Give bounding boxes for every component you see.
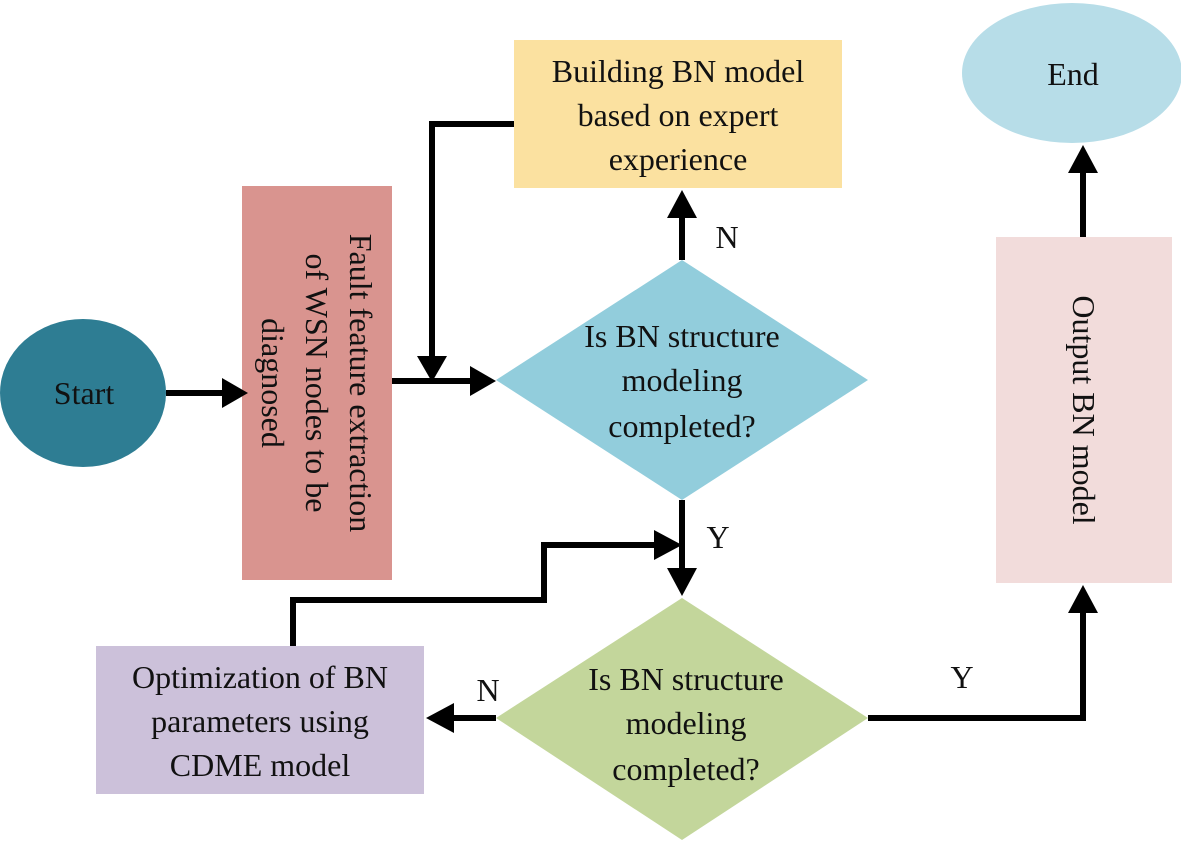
edge-label-bottom-no: N [476, 672, 499, 708]
connectors [166, 121, 1098, 733]
building-bn-box [514, 40, 842, 188]
arrowhead-output-to-end [1068, 145, 1098, 173]
building-bn-line-2: based on expert [578, 97, 779, 133]
arrow-optimization-loop-back [290, 542, 656, 646]
decision-bottom-line-2: modeling [626, 705, 747, 741]
start-label: Start [54, 375, 115, 411]
edge-label-top-no: N [715, 219, 738, 255]
decision-top-line-2: modeling [622, 362, 743, 398]
arrowhead-decision-bottom-no [426, 703, 454, 733]
decision-bottom-diamond [496, 598, 868, 840]
arrowhead-optimization-loop-back [654, 530, 682, 560]
arrowhead-fault-to-decision-top [470, 366, 496, 396]
decision-bottom-line-1: Is BN structure [588, 661, 784, 697]
arrow-building-loop-back [429, 121, 514, 358]
output-bn-box [996, 237, 1172, 583]
end-label: End [1047, 56, 1099, 92]
edge-label-top-yes: Y [706, 519, 729, 555]
building-bn-line-1: Building BN model [552, 53, 805, 89]
optimization-line-3: CDME model [170, 747, 351, 783]
arrowhead-decision-top-no [667, 190, 697, 218]
fault-feature-line-2: of WSN nodes to be [299, 254, 335, 513]
arrowhead-start-to-fault [222, 378, 248, 408]
building-bn-line-3: experience [609, 141, 748, 177]
arrowhead-decision-top-yes [667, 568, 697, 596]
decision-top-line-3: completed? [608, 408, 755, 444]
start-node [0, 319, 166, 467]
fault-feature-line-1: Fault feature extraction [343, 234, 379, 533]
arrow-decision-bottom-yes [868, 611, 1086, 721]
optimization-line-2: parameters using [151, 703, 369, 739]
edge-label-bottom-yes: Y [950, 659, 973, 695]
fault-feature-label: Fault feature extraction of WSN nodes to… [255, 234, 379, 533]
optimization-line-1: Optimization of BN [132, 659, 388, 695]
decision-bottom-line-3: completed? [612, 751, 759, 787]
decision-top-line-1: Is BN structure [584, 318, 780, 354]
arrowhead-decision-bottom-yes [1068, 585, 1098, 613]
end-node [962, 3, 1181, 143]
fault-feature-line-3: diagnosed [255, 318, 291, 448]
optimization-box [96, 646, 424, 794]
arrowhead-building-loop-back [417, 356, 447, 382]
fault-feature-box [242, 186, 392, 580]
output-bn-text: Output BN model [1066, 295, 1102, 524]
decision-top-diamond [496, 260, 868, 500]
output-bn-label: Output BN model [1066, 295, 1102, 524]
